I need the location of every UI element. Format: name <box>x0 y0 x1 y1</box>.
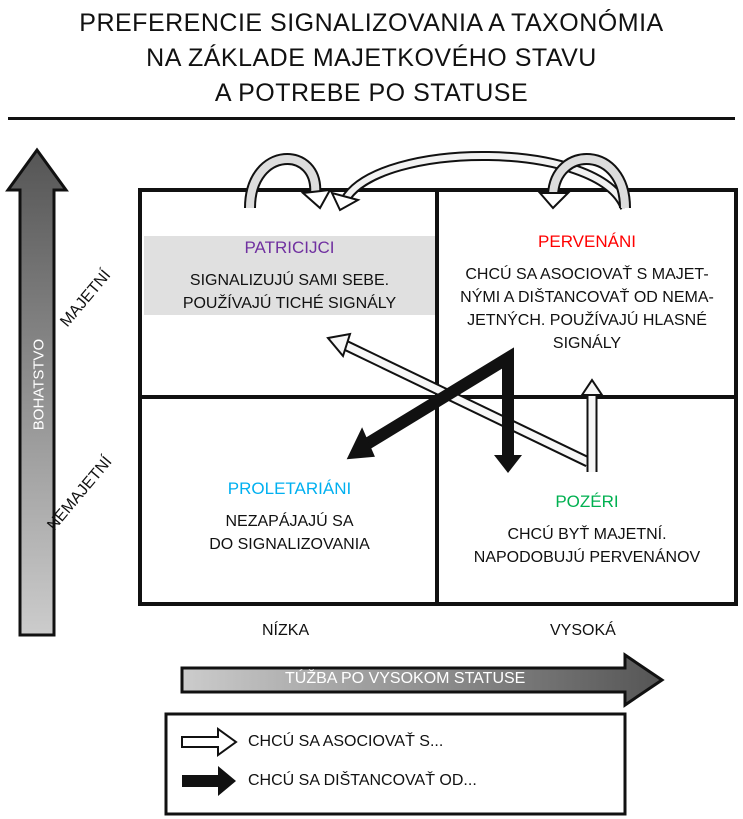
pervenani-text: CHCÚ SA ASOCIOVAŤ S MAJET- <box>465 266 709 283</box>
patricijci-text: SIGNALIZUJÚ SAMI SEBE. <box>189 272 390 289</box>
pervenani-text: SIGNÁLY <box>552 335 622 352</box>
quadrant-proletariani: PROLETARIÁNI NEZAPÁJAJÚ SA DO SIGNALIZOV… <box>144 477 435 556</box>
x-low-label: NÍZKA <box>262 622 310 639</box>
pozeri-title: POZÉRI <box>555 492 619 511</box>
pervenani-distance-arrow <box>358 347 514 458</box>
y-axis-label: BOHATSTVO <box>30 338 48 431</box>
pervenani-title: PERVENÁNI <box>538 232 636 251</box>
title-line: NA ZÁKLADE MAJETKOVÉHO STAVU <box>146 44 597 72</box>
pozeri-text: NAPODOBUJÚ PERVENÁNOV <box>473 549 701 566</box>
quadrant-patricijci: PATRICIJCI SIGNALIZUJÚ SAMI SEBE. POUŽÍV… <box>144 236 435 315</box>
wealth-axis-arrow <box>5 147 69 637</box>
quadrant-pervenani: PERVENÁNI CHCÚ SA ASOCIOVAŤ S MAJET- NÝM… <box>441 230 733 355</box>
quadrant-pozeri: POZÉRI CHCÚ BYŤ MAJETNÍ. NAPODOBUJÚ PERV… <box>441 490 733 569</box>
title-line: A POTREBE PO STATUSE <box>214 79 529 107</box>
pozeri-text: CHCÚ BYŤ MAJETNÍ. <box>507 526 667 543</box>
pervenani-text: NÝMI A DIŠTANCOVAŤ OD NEMA- <box>460 289 714 306</box>
x-axis-label: TÚŽBA PO VYSOKOM STATUSE <box>285 670 526 687</box>
legend-associate-label: CHCÚ SA ASOCIOVAŤ S... <box>248 733 444 750</box>
divider <box>8 117 735 120</box>
associate-arrow-icon <box>181 727 238 757</box>
title-line: PREFERENCIE SIGNALIZOVANIA A TAXONÓMIA <box>79 9 664 37</box>
proletariani-text: DO SIGNALIZOVANIA <box>209 536 370 553</box>
proletariani-title: PROLETARIÁNI <box>227 479 352 498</box>
patricijci-text: POUŽÍVAJÚ TICHÉ SIGNÁLY <box>182 295 397 312</box>
patricijci-title: PATRICIJCI <box>244 238 335 257</box>
legend-distance-label: CHCÚ SA DIŠTANCOVAŤ OD... <box>248 772 477 789</box>
distance-arrow-icon <box>182 766 236 796</box>
legend-box <box>164 712 627 816</box>
proletariani-text: NEZAPÁJAJÚ SA <box>225 513 354 530</box>
title: PREFERENCIE SIGNALIZOVANIA A TAXONÓMIA N… <box>0 6 743 111</box>
x-high-label: VYSOKÁ <box>550 622 616 639</box>
status-axis-arrow <box>180 652 665 708</box>
pervenani-text: JETNÝCH. POUŽÍVAJÚ HLASNÉ <box>467 312 707 329</box>
